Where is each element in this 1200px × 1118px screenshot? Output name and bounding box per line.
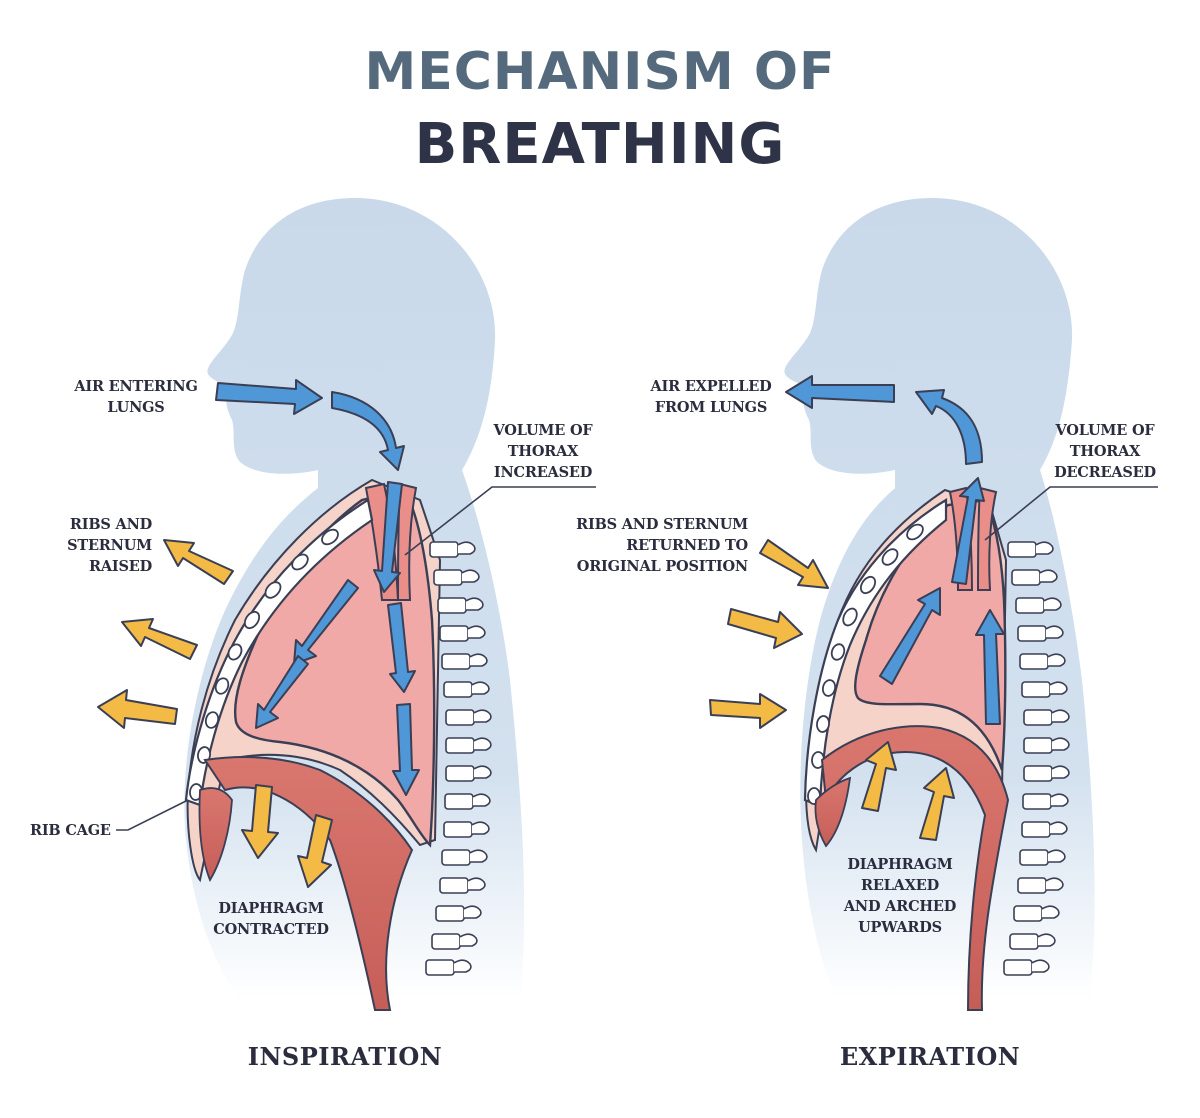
air-out-arrow-4	[879, 587, 941, 685]
air-in-arrow-6	[387, 602, 416, 693]
inspiration-diaphragm-label: DIAPHRAGM CONTRACTED	[213, 900, 329, 938]
expiration-rib-holes	[807, 523, 924, 805]
inspiration-air-label: AIR ENTERING LUNGS	[74, 378, 198, 416]
diaphragm-down-arrow-2	[297, 814, 333, 888]
expiration-caption: EXPIRATION	[839, 1042, 1021, 1071]
inspiration-leader-lines	[116, 486, 596, 831]
expiration-abdomen-muscle	[814, 776, 852, 848]
title-line-2: BREATHING	[414, 112, 786, 177]
expiration-diaphragm-label: DIAPHRAGM RELAXED AND ARCHED UPWARDS	[843, 856, 957, 936]
diaphragm-up-arrow-1	[861, 741, 897, 812]
diaphragm-down-arrow-1	[241, 784, 279, 859]
diaphragm-up-arrow-2	[919, 767, 955, 841]
title-line-1: MECHANISM OF	[364, 42, 836, 102]
ribs-out-arrow-2	[121, 618, 198, 660]
inspiration-rib-holes	[189, 528, 339, 801]
air-out-arrow-1	[785, 375, 895, 409]
ribs-in-arrow-3	[709, 693, 787, 729]
air-in-arrow-5	[255, 655, 309, 729]
expiration-air-label: AIR EXPELLED FROM LUNGS	[650, 378, 772, 416]
expiration-leader-lines	[984, 486, 1158, 541]
expiration-ribs-label: RIBS AND STERNUM RETURNED TO ORIGINAL PO…	[576, 516, 748, 575]
inspiration-abdomen-muscle	[198, 787, 233, 883]
air-in-arrow-7	[392, 703, 420, 796]
expiration-volume-label: VOLUME OF THORAX DECREASED	[1054, 422, 1156, 481]
expiration-figure	[709, 198, 1158, 1011]
ribs-in-arrow-1	[759, 539, 829, 589]
inspiration-air-arrows	[215, 379, 420, 796]
inspiration-caption: INSPIRATION	[247, 1042, 443, 1071]
expiration-diaphragm	[820, 725, 1010, 1011]
expiration-air-arrows	[785, 375, 1005, 725]
inspiration-ribcage-label: RIB CAGE	[30, 822, 111, 839]
air-out-arrow-2	[915, 389, 983, 465]
air-out-arrow-3	[951, 477, 985, 585]
air-in-arrow-1	[215, 379, 323, 415]
ribs-out-arrow-3	[97, 689, 178, 729]
inspiration-ribs-label: RIBS AND STERNUM RAISED	[67, 516, 152, 575]
air-in-arrow-2	[331, 391, 405, 471]
inspiration-figure	[97, 198, 596, 1011]
inspiration-volume-label: VOLUME OF THORAX INCREASED	[493, 422, 593, 481]
expiration-rib-arrows	[709, 539, 955, 841]
air-out-arrow-5	[975, 609, 1005, 725]
air-in-arrow-4	[293, 579, 359, 665]
ribs-in-arrow-2	[727, 608, 803, 649]
inspiration-rib-arrows	[97, 539, 333, 888]
ribs-out-arrow-1	[163, 539, 234, 585]
air-in-arrow-3	[373, 481, 403, 593]
